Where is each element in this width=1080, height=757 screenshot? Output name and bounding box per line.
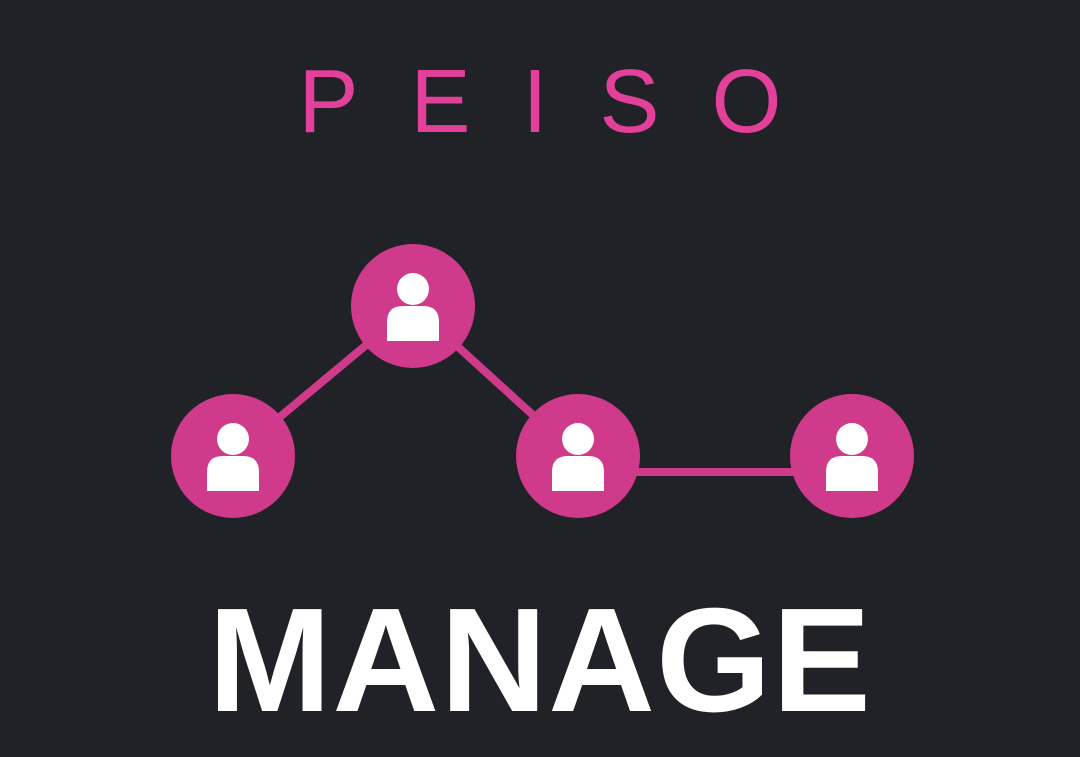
user-icon [826,423,878,491]
user-icon [387,273,439,341]
user-icon [207,423,259,491]
user-node [790,394,914,518]
user-icon [552,423,604,491]
user-node [351,244,475,368]
headline: MANAGE [208,578,872,743]
brand-title: PEISO [298,52,834,152]
user-node [171,394,295,518]
user-node [516,394,640,518]
